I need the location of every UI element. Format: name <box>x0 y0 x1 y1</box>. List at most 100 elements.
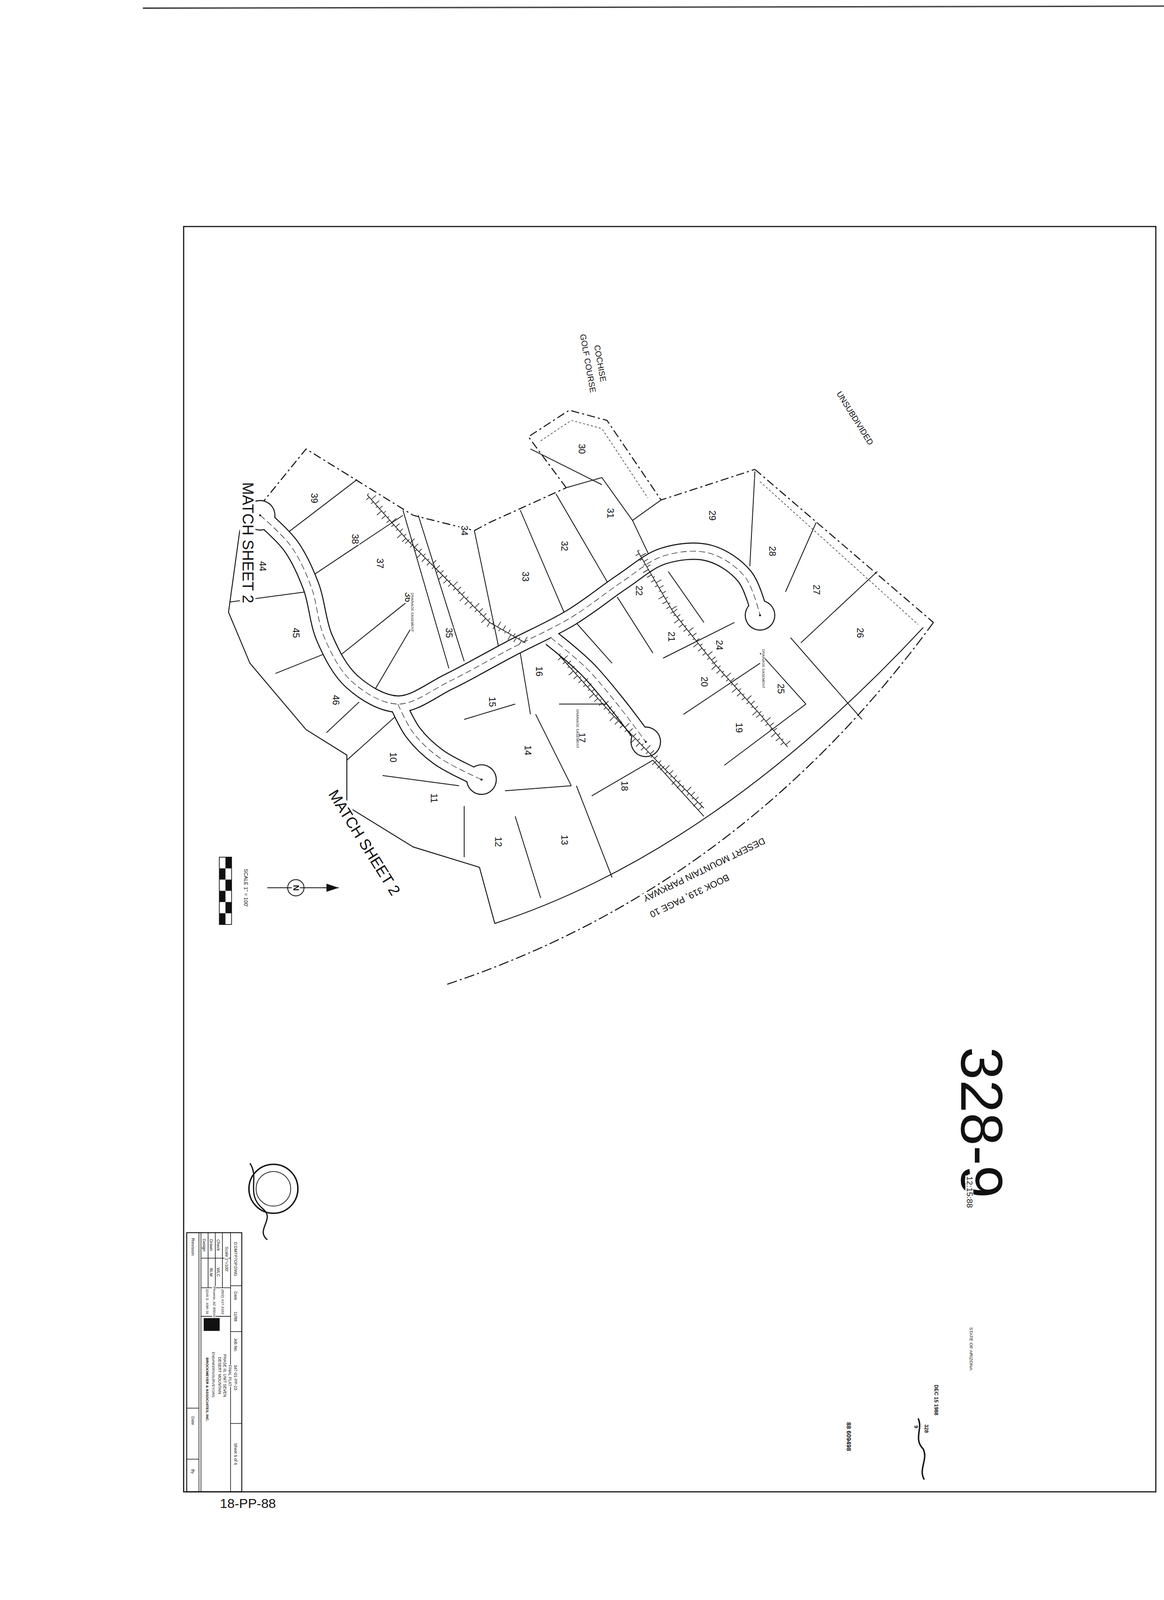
title-block-frame <box>186 1232 242 1492</box>
drainage-hatch <box>568 670 574 675</box>
drainage-hatch <box>746 701 750 704</box>
drainage-hatch <box>402 538 406 542</box>
drainage-hatch <box>673 774 677 778</box>
project-title: DESERT MOUNTAIN <box>217 1356 222 1394</box>
lot-line <box>275 652 327 674</box>
drainage-hatch <box>466 596 469 599</box>
drainage-hatch <box>688 627 694 632</box>
firm-name: ENGINEERS/SURVEYORS <box>211 1351 215 1398</box>
street-edge <box>551 637 646 742</box>
drainage-hatch <box>695 796 699 800</box>
drainage-hatch <box>670 775 672 778</box>
drainage-hatch <box>655 585 659 587</box>
drainage-hatch <box>666 606 671 609</box>
title-block-text: Check <box>216 1238 221 1251</box>
title-block-text: WLC <box>216 1267 221 1278</box>
drainage-line <box>367 494 526 643</box>
drainage-hatch <box>635 742 640 747</box>
drainage-hatch <box>399 528 403 532</box>
lot-line <box>520 510 567 618</box>
title-block-text: 11/88 <box>233 1310 238 1322</box>
lot-line <box>617 596 653 653</box>
drainage-hatch <box>492 621 494 624</box>
drainage-hatch <box>487 618 491 621</box>
recording-number: 88 609498 <box>845 1421 852 1452</box>
drainage-hatch <box>603 707 606 710</box>
drainage-hatch <box>658 590 661 592</box>
drainage-hatch <box>692 638 695 640</box>
drainage-hatch <box>687 786 692 791</box>
title-block-text: BLM <box>209 1267 214 1277</box>
drainage-hatch <box>771 732 776 737</box>
lot-number: 12 <box>493 835 503 848</box>
drainage-hatch <box>616 716 619 719</box>
recording-stamp: 328 <box>923 1423 929 1433</box>
title-block-rule <box>186 1458 200 1459</box>
drainage-hatch <box>421 558 426 562</box>
drainage-hatch <box>624 723 629 728</box>
drainage-hatch <box>397 533 402 538</box>
drainage-hatch <box>722 670 724 673</box>
drainage-hatch <box>742 693 745 696</box>
drainage-hatch <box>712 662 714 664</box>
street-centerline <box>551 637 646 742</box>
drainage-hatch <box>726 672 732 677</box>
drainage-hatch <box>578 680 582 683</box>
drainage-hatch <box>612 711 615 714</box>
drainage-hatch <box>608 706 613 710</box>
lot-number: 13 <box>559 833 569 846</box>
drainage-hatch <box>594 698 598 702</box>
drainage-hatch <box>752 711 758 716</box>
drainage-hatch <box>662 601 667 604</box>
area-name: GOLF COURSE <box>578 332 598 394</box>
drainage-hatch <box>718 665 721 668</box>
drainage-hatch <box>665 765 670 770</box>
drainage-hatch <box>474 603 480 608</box>
boundary-line <box>228 530 495 924</box>
lot-line <box>287 479 358 533</box>
drainage-hatch <box>673 614 675 616</box>
drainage-hatch <box>650 570 653 572</box>
drainage-hatch <box>575 671 578 674</box>
drainage-hatch <box>693 801 698 806</box>
drainage-hatch <box>376 510 382 515</box>
drainage-hatch <box>414 543 419 548</box>
firm-name: BROCKMEYER & ASSOCIATES, INC. <box>205 1357 209 1423</box>
lot-line <box>683 663 760 715</box>
drainage-hatch <box>481 618 486 623</box>
area-name: UNSUBDIVIDED <box>834 389 876 448</box>
lot-number: 16 <box>534 665 544 678</box>
lot-number: 37 <box>375 557 385 569</box>
north-arrow <box>326 883 339 892</box>
drainage-hatch <box>608 712 611 714</box>
lot-number: 45 <box>291 626 301 639</box>
drainage-hatch <box>716 669 720 674</box>
drainage-hatch <box>391 524 394 527</box>
title-block-text: Revision <box>190 1237 196 1256</box>
drainage-hatch <box>371 495 376 500</box>
drainage-hatch <box>662 590 667 593</box>
drainage-hatch <box>624 729 628 732</box>
drainage-hatch <box>436 570 439 573</box>
drainage-hatch <box>431 566 435 569</box>
lot-line <box>382 775 460 786</box>
drainage-hatch <box>423 553 426 557</box>
drainage-hatch <box>469 605 473 609</box>
north-mark: N <box>291 883 300 891</box>
drainage-hatch <box>647 574 652 577</box>
lot-number: 26 <box>855 626 866 639</box>
drainage-line <box>559 654 705 808</box>
match-line-note: MATCH SHEET 2 <box>324 786 404 899</box>
lot-line <box>520 652 531 714</box>
title-block-rule <box>230 1285 242 1286</box>
drainage-hatch <box>403 534 406 537</box>
drainage-hatch <box>567 666 570 668</box>
drainage-hatch <box>688 633 691 636</box>
lot-number: 46 <box>330 694 341 706</box>
lot-number: 22 <box>634 584 644 597</box>
drainage-hatch <box>448 580 451 582</box>
sheet-code: 18-PP-88 <box>218 1495 277 1509</box>
scale-bar <box>219 890 226 902</box>
title-block-rule <box>200 1232 202 1492</box>
